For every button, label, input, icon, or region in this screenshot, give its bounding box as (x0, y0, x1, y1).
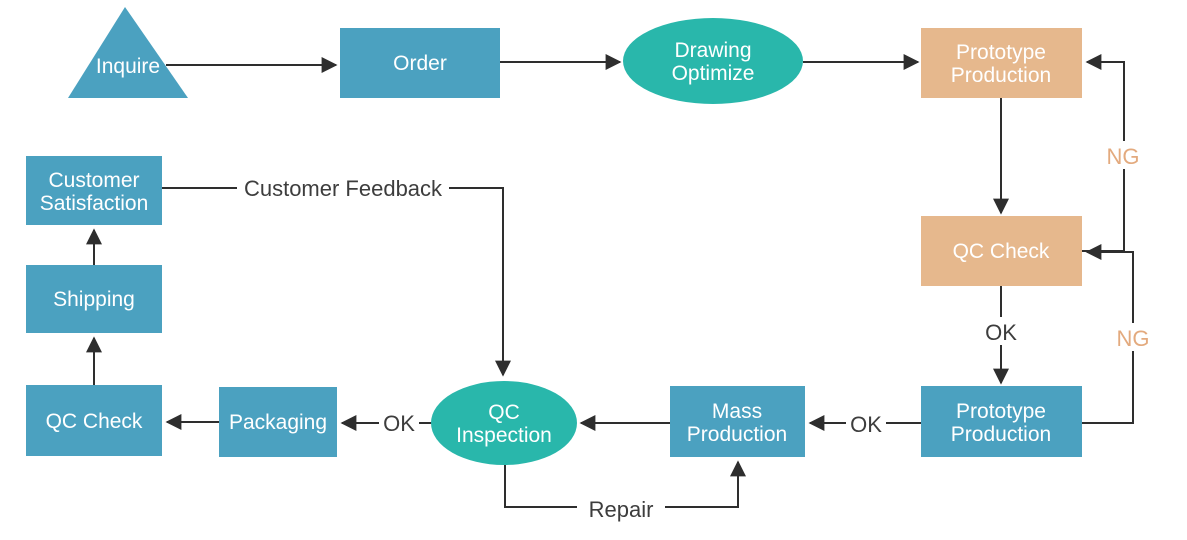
node-shipping: Shipping (26, 265, 162, 333)
customer-satisfaction-box (26, 156, 162, 225)
shipping-label: Shipping (53, 288, 135, 311)
edge-label-ok-before-mass-production: OK (846, 409, 886, 437)
packaging-label: Packaging (229, 411, 327, 434)
qc-check-2-box (26, 385, 162, 456)
ng-label: NG (1117, 326, 1150, 351)
drawing-optimize-ellipse (623, 18, 803, 104)
qc-inspection-ellipse (431, 381, 577, 465)
edge-label-ok-before-packaging: OK (379, 408, 419, 436)
packaging-box (219, 387, 337, 457)
prototype-production-2-box (921, 386, 1082, 457)
edge-label-ng-bottom: NG (1114, 323, 1153, 351)
ok-label: OK (850, 412, 882, 437)
prototype-production-1-box (921, 28, 1082, 98)
edge-customer-feedback (162, 187, 511, 377)
edge-label-ng-top: NG (1104, 141, 1143, 169)
shipping-box (26, 265, 162, 333)
customer-feedback-label-bg (237, 172, 449, 202)
edge-label-customer-feedback: Customer Feedback (237, 172, 449, 202)
ok-label-bg (982, 317, 1020, 345)
order-label: Order (393, 52, 447, 75)
order-box (340, 28, 500, 98)
ng-label: NG (1107, 144, 1140, 169)
mass-production-box (670, 386, 805, 457)
edge-label-ok-after-qc-check: OK (982, 317, 1020, 345)
qc-check-1-box (921, 216, 1082, 286)
node-order: Order (340, 28, 500, 98)
ok-label-bg (846, 409, 886, 437)
ng-label-bg (1104, 141, 1143, 169)
node-qc-check-1: QC Check (921, 216, 1082, 286)
node-inquire: Inquire (68, 7, 188, 98)
inquire-triangle (68, 7, 188, 98)
repair-label-bg (577, 494, 665, 523)
edge-label-repair: Repair (577, 494, 665, 523)
ng-label-bg (1114, 323, 1153, 351)
qc-check-2-label: QC Check (46, 410, 143, 433)
customer-feedback-label: Customer Feedback (244, 176, 443, 201)
inquire-label: Inquire (96, 55, 160, 78)
qc-check-1-label: QC Check (953, 240, 1050, 263)
repair-label: Repair (589, 497, 654, 522)
node-qc-check-2: QC Check (26, 385, 162, 456)
ok-label: OK (383, 411, 415, 436)
ok-label: OK (985, 320, 1017, 345)
ok-label-bg (379, 408, 419, 436)
node-packaging: Packaging (219, 387, 337, 457)
